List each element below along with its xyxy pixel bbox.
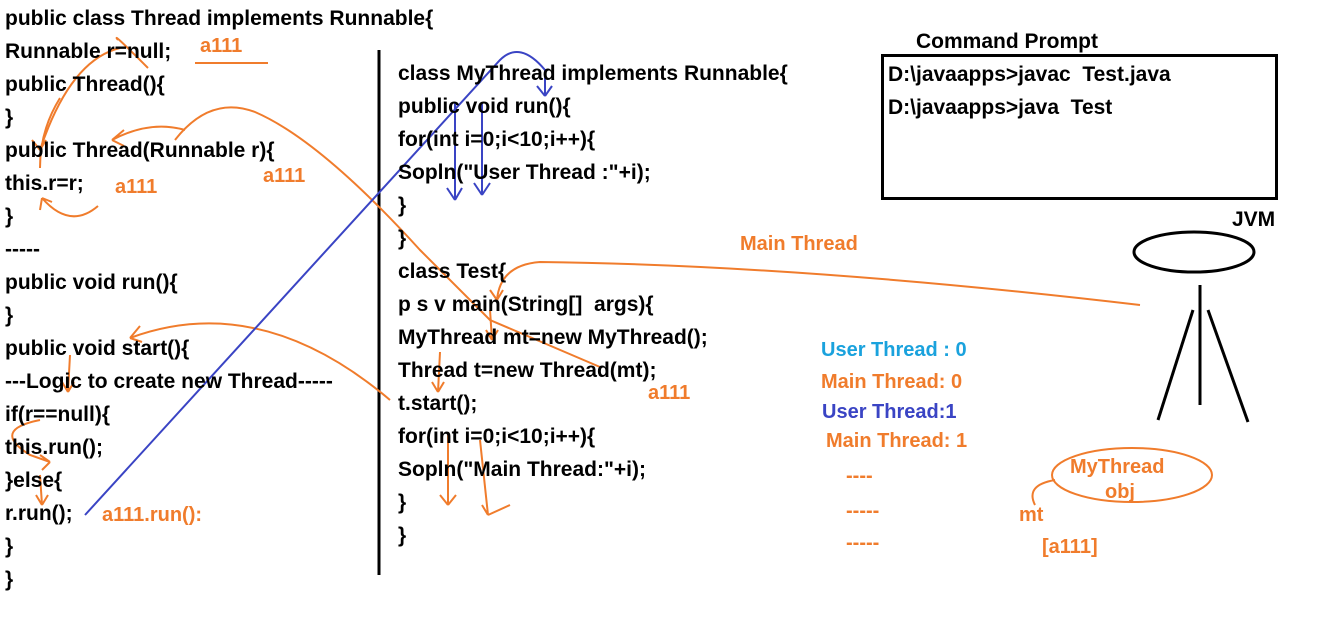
output-line: -----	[846, 500, 880, 522]
command-prompt-title: Command Prompt	[916, 30, 1099, 53]
orange-flow-arrows	[11, 37, 1141, 516]
code-line: r.run();	[5, 502, 73, 525]
code-line: class MyThread implements Runnable{	[398, 62, 788, 85]
code-line: }	[398, 194, 407, 217]
code-line: p s v main(String[] args){	[398, 293, 654, 316]
code-line: public void run(){	[5, 271, 178, 294]
jvm-figure	[1132, 230, 1256, 423]
mt-reference-label: mt	[1019, 504, 1044, 526]
code-line: }	[398, 491, 407, 514]
code-line: t.start();	[398, 392, 478, 415]
mt-reference-value: [a111]	[1042, 536, 1098, 558]
annotation-a111-run: a111.run():	[102, 504, 203, 526]
output-line: ----	[846, 465, 873, 487]
code-line: }	[5, 568, 14, 591]
output-line: Main Thread: 1	[826, 430, 968, 452]
mythread-obj-ellipse	[1051, 447, 1213, 503]
code-line: }	[5, 106, 14, 129]
code-line: }	[398, 524, 407, 547]
output-line: User Thread : 0	[821, 339, 967, 361]
code-line: class Test{	[398, 260, 507, 283]
output-line: -----	[846, 532, 880, 554]
code-line: public void run(){	[398, 95, 571, 118]
jvm-label: JVM	[1232, 208, 1276, 231]
code-line: }	[5, 304, 14, 327]
code-line: }	[398, 227, 407, 250]
code-line: public void start(){	[5, 337, 190, 360]
output-line: Main Thread: 0	[821, 371, 963, 393]
mythread-obj-label: obj	[1105, 481, 1135, 503]
blue-flow-arrows	[84, 51, 553, 516]
code-line: Thread t=new Thread(mt);	[398, 359, 657, 382]
code-line: this.run();	[5, 436, 103, 459]
code-line: Sopln("User Thread :"+i);	[398, 161, 651, 184]
annotation-a111-ctor: a111	[263, 165, 306, 187]
code-line: Runnable r=null;	[5, 40, 172, 63]
code-line: public class Thread implements Runnable{	[5, 7, 434, 30]
command-line: D:\javaapps>javac Test.java	[888, 63, 1171, 86]
code-line: -----	[5, 238, 40, 261]
code-line: public Thread(){	[5, 73, 165, 96]
code-line: MyThread mt=new MyThread();	[398, 326, 708, 349]
code-line: public Thread(Runnable r){	[5, 139, 275, 162]
mythread-obj-label: MyThread	[1070, 456, 1165, 478]
annotation-a111-this: a111	[115, 176, 158, 198]
code-line: for(int i=0;i<10;i++){	[398, 128, 596, 151]
command-prompt-box	[881, 54, 1278, 200]
main-thread-label: Main Thread	[740, 233, 858, 255]
output-line: User Thread:1	[822, 401, 957, 423]
command-line: D:\javaapps>java Test	[888, 96, 1113, 119]
code-line: }else{	[5, 469, 63, 492]
code-line: this.r=r;	[5, 172, 84, 195]
code-line: if(r==null){	[5, 403, 111, 426]
code-line: }	[5, 535, 14, 558]
annotation-a111-r: a111	[200, 35, 243, 57]
annotation-a111-mid: a111	[648, 382, 691, 404]
code-line: Sopln("Main Thread:"+i);	[398, 458, 646, 481]
code-line: for(int i=0;i<10;i++){	[398, 425, 596, 448]
code-line: ---Logic to create new Thread-----	[5, 370, 333, 393]
code-line: }	[5, 205, 14, 228]
